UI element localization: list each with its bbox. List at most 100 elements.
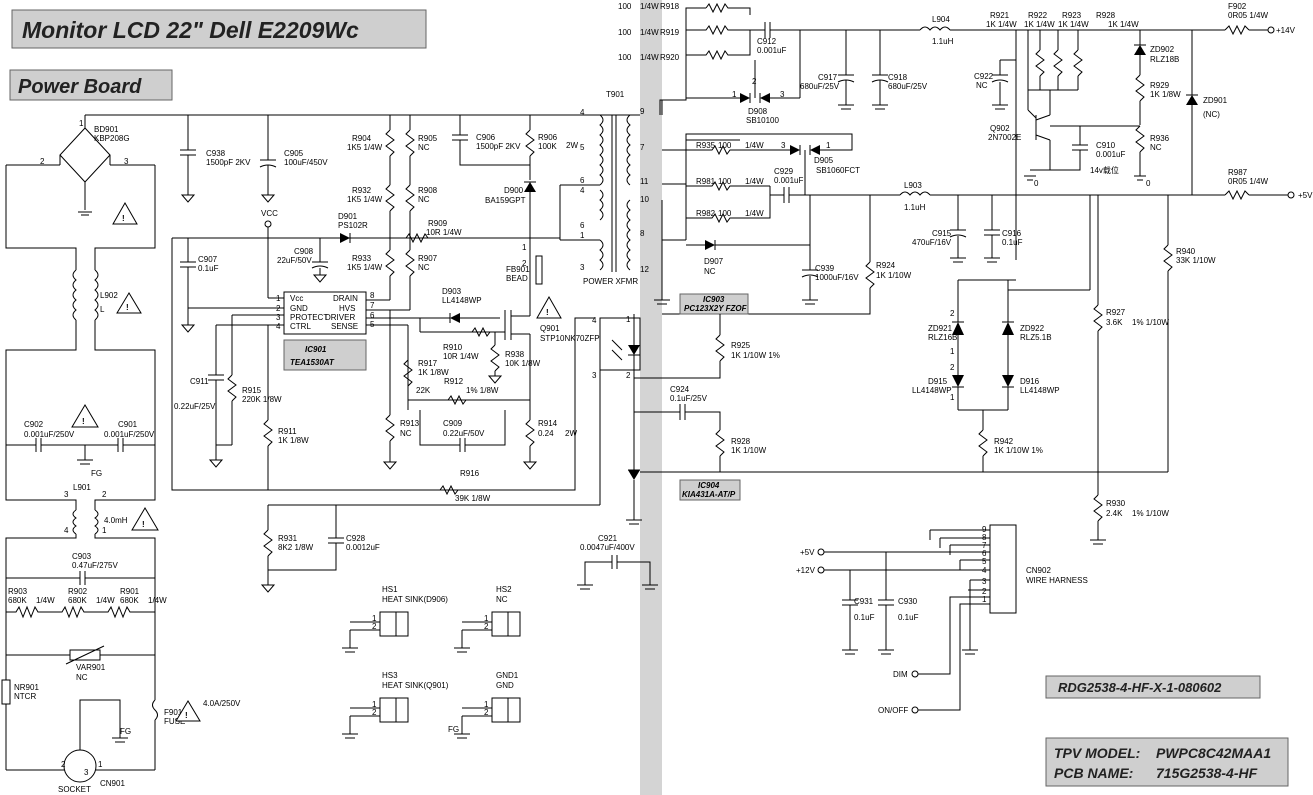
label-plus14v: +14V bbox=[1276, 26, 1296, 35]
label-r923: R923 bbox=[1062, 11, 1082, 20]
label-r935-v: 100 bbox=[718, 141, 732, 150]
label-nr901: NR901 bbox=[14, 683, 39, 692]
label-r921-p: 1/4W bbox=[998, 20, 1017, 29]
label-gnd1: GND1 bbox=[496, 671, 519, 680]
label-r923-v: 1K bbox=[1058, 20, 1068, 29]
label-r928b-v: 1K 1/10W bbox=[731, 446, 767, 455]
label-f901: F901 bbox=[164, 708, 183, 717]
label-ic901-part: TEA1530AT bbox=[290, 358, 335, 367]
label-r927-p: 1% 1/10W bbox=[1132, 318, 1169, 327]
label-c922: C922 bbox=[974, 72, 994, 81]
label-n6: 6 bbox=[982, 549, 987, 558]
label-r912: R912 bbox=[444, 377, 464, 386]
label-n6: 6 bbox=[580, 221, 585, 230]
label-q902-v: 2N7002E bbox=[988, 133, 1021, 142]
label-c906-v: 1500pF 2KV bbox=[476, 142, 521, 151]
label-c938: C938 bbox=[206, 149, 226, 158]
label-n2: 2 bbox=[982, 587, 987, 596]
label-hs2: HS2 bbox=[496, 585, 512, 594]
label-r906-v: 100K bbox=[538, 142, 557, 151]
label-r928: R928 bbox=[1096, 11, 1116, 20]
label-r907: R907 bbox=[418, 254, 438, 263]
label-l901-v: 4.0mH bbox=[104, 516, 128, 525]
label-d916-v: LL4148WP bbox=[1020, 386, 1060, 395]
label-n0: 0 bbox=[1146, 179, 1151, 188]
label-d908-v: SB10100 bbox=[746, 116, 779, 125]
label-r907-v: NC bbox=[418, 263, 430, 272]
label-l901: L901 bbox=[73, 483, 91, 492]
diode-icon bbox=[790, 145, 800, 155]
label-n6: 6 bbox=[580, 176, 585, 185]
label-n4: 4 bbox=[580, 186, 585, 195]
label-r914-v: 0.24 bbox=[538, 429, 554, 438]
label-d903-v: LL4148WP bbox=[442, 296, 482, 305]
inductor-icon bbox=[72, 509, 77, 535]
label-n8: 8 bbox=[982, 533, 987, 542]
label-r918-p: 1/4W bbox=[640, 2, 659, 11]
label-c930: C930 bbox=[898, 597, 918, 606]
label-n4: 4 bbox=[64, 526, 69, 535]
pcb-label: PCB NAME: bbox=[1054, 765, 1133, 781]
label-c912: C912 bbox=[757, 37, 777, 46]
label-r938-v: 10K 1/8W bbox=[505, 359, 541, 368]
label-n7: 7 bbox=[982, 541, 987, 550]
zener-icon bbox=[1186, 95, 1198, 105]
label-r924-v: 1K 1/10W bbox=[876, 271, 912, 280]
label-d905: D905 bbox=[814, 156, 834, 165]
label-r927-v: 3.6K bbox=[1106, 318, 1123, 327]
label-r925-v: 1K 1/10W 1% bbox=[731, 351, 780, 360]
label-r931-v: 8K2 1/8W bbox=[278, 543, 314, 552]
label-f901-r: 4.0A/250V bbox=[203, 699, 241, 708]
label-fg: FG bbox=[448, 725, 459, 734]
label-n5: 5 bbox=[982, 557, 987, 566]
inductor-icon bbox=[94, 269, 99, 321]
label-r911-v: 1K 1/8W bbox=[278, 436, 309, 445]
label-n1: 1 bbox=[522, 243, 527, 252]
svg-text:!: ! bbox=[142, 520, 145, 529]
label-r916-v: 39K 1/8W bbox=[455, 494, 491, 503]
diode-icon bbox=[705, 240, 715, 250]
isolation-band bbox=[640, 0, 662, 795]
ic904-label-box bbox=[679, 479, 741, 501]
label-r928b: R928 bbox=[731, 437, 751, 446]
label-ic901-ref: IC901 bbox=[305, 345, 327, 354]
label-r902-p: 1/4W bbox=[96, 596, 115, 605]
label-c938-v: 1500pF 2KV bbox=[206, 158, 251, 167]
label-r987: R987 bbox=[1228, 168, 1248, 177]
label-l903: L903 bbox=[904, 181, 922, 190]
subtitle-box bbox=[9, 69, 173, 101]
label-r914-p: 2W bbox=[565, 429, 577, 438]
label-sense: SENSE bbox=[331, 322, 358, 331]
label-plus5v-b: +5V bbox=[800, 548, 815, 557]
label-p3: 3 bbox=[276, 313, 281, 322]
label-n2: 2 bbox=[372, 708, 377, 717]
label-c928: C928 bbox=[346, 534, 366, 543]
svg-text:!: ! bbox=[82, 417, 85, 426]
zener-icon bbox=[1002, 322, 1014, 335]
label-n2: 2 bbox=[626, 371, 631, 380]
diode-icon bbox=[760, 93, 770, 103]
label-n2: 2 bbox=[522, 259, 527, 268]
label-n2: 2 bbox=[102, 490, 107, 499]
label-r981: R981 bbox=[696, 177, 716, 186]
warning-icon bbox=[116, 292, 142, 314]
label-r930-v: 2.4K bbox=[1106, 509, 1123, 518]
label-zd901: ZD901 bbox=[1203, 96, 1228, 105]
label-r919: R919 bbox=[660, 28, 680, 37]
label-r982: R982 bbox=[696, 209, 716, 218]
label-n2: 2 bbox=[950, 309, 955, 318]
label-d907: D907 bbox=[704, 257, 724, 266]
label-c921-v: 0.0047uF/400V bbox=[580, 543, 635, 552]
label-c909-v: 0.22uF/50V bbox=[443, 429, 485, 438]
label-n3: 3 bbox=[982, 577, 987, 586]
label-r917: R917 bbox=[418, 359, 438, 368]
transformer-winding bbox=[626, 114, 631, 186]
inductor-icon bbox=[94, 509, 99, 535]
label-r905: R905 bbox=[418, 134, 438, 143]
label-l904: L904 bbox=[932, 15, 950, 24]
label-r909-v: 10R 1/4W bbox=[426, 228, 462, 237]
label-zd922-v: RLZ5.1B bbox=[1020, 333, 1052, 342]
label-l902: L902 bbox=[100, 291, 118, 300]
label-c924-v: 0.1uF/25V bbox=[670, 394, 708, 403]
